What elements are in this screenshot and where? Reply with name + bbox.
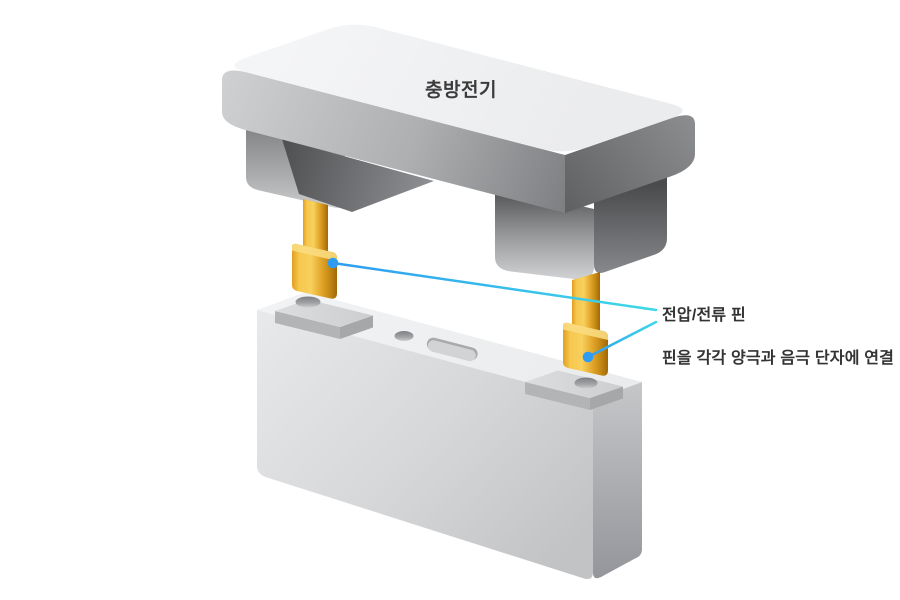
pin-left-block-top	[292, 243, 337, 261]
callout-dot-left	[327, 257, 339, 269]
voltage-current-pin-right	[563, 272, 608, 376]
battery-cell	[257, 292, 642, 580]
charger-body	[222, 24, 695, 213]
charger-top-face	[234, 24, 683, 152]
voltage-current-pin-left	[292, 199, 337, 299]
charger-left-leg-shadow	[282, 139, 434, 212]
pin-right-block-top	[563, 322, 608, 340]
callout-line-left-pin	[331, 261, 658, 312]
pin-instruction-label: 핀을 각각 양극과 음극 단자에 연결	[662, 350, 895, 367]
callout-lines	[327, 257, 658, 363]
vent-hole	[394, 331, 414, 341]
terminal-pad-left	[275, 296, 373, 339]
pin-right-shaft	[572, 272, 600, 331]
pin-callout-label: 전압/전류 핀	[662, 307, 746, 324]
vent-slot	[426, 337, 478, 362]
charger-title-label: 충방전기	[425, 80, 497, 101]
terminal-hole-left	[295, 296, 321, 308]
battery-front-face	[257, 310, 593, 580]
charger-side-left	[222, 70, 565, 213]
callout-dot-right	[582, 351, 594, 363]
terminal-hole-right	[574, 377, 598, 389]
battery-right-face	[593, 382, 642, 579]
pin-left-shaft	[303, 199, 328, 252]
terminal-pad-right	[525, 370, 623, 410]
charger-right-leg-side	[594, 176, 667, 273]
callout-line-right-pin	[586, 320, 658, 359]
charger-side-right	[565, 115, 695, 213]
